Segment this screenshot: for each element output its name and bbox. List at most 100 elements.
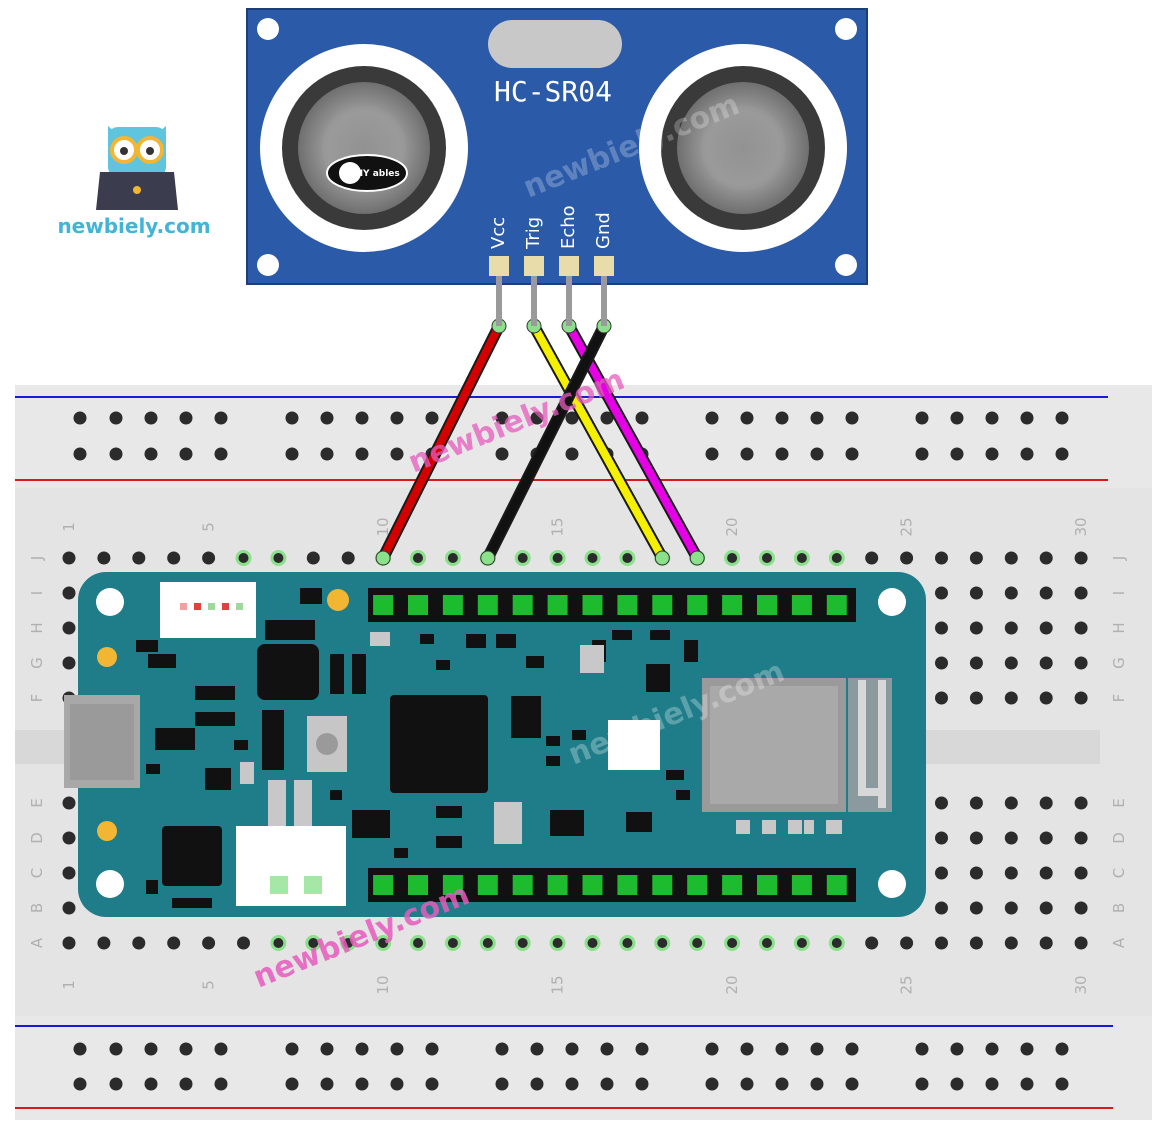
hole [1039, 551, 1053, 565]
column-number: 15 [549, 975, 567, 994]
power-chip [257, 644, 319, 700]
rail-hole [915, 1042, 929, 1056]
column-number: 30 [1072, 517, 1090, 536]
row-label: E [28, 798, 46, 807]
rail-hole [495, 411, 509, 425]
hole [202, 936, 216, 950]
hole [62, 621, 76, 635]
header-pin [617, 875, 638, 895]
rail-hole [985, 411, 999, 425]
rail-hole [950, 1077, 964, 1091]
hole [1074, 621, 1088, 635]
hole [132, 551, 146, 565]
hc-sr04-sensor: DIY ables HC-SR04 Vcc Trig Echo Gnd [246, 8, 868, 326]
hole [1004, 586, 1018, 600]
header-pin [442, 875, 463, 895]
header-pin [547, 595, 568, 615]
row-label: C [28, 868, 46, 878]
rail-hole [109, 1042, 123, 1056]
hole [1039, 691, 1053, 705]
rail-hole [179, 447, 193, 461]
microcontroller-chip [390, 695, 488, 793]
receiver-transducer [639, 44, 847, 252]
hole [1074, 586, 1088, 600]
rail-hole [565, 447, 579, 461]
column-number: 25 [898, 975, 916, 994]
mount-hole [96, 870, 124, 898]
sensor-pin-label: Trig [523, 217, 544, 250]
hole [1039, 831, 1053, 845]
rail-hole [179, 1042, 193, 1056]
hole [969, 656, 983, 670]
diyables-badge: DIY ables [326, 154, 408, 192]
rail-hole [565, 1077, 579, 1091]
rail-hole [705, 1042, 719, 1056]
column-number: 20 [723, 517, 741, 536]
hole [1039, 796, 1053, 810]
hole [935, 586, 948, 600]
hole [969, 551, 983, 565]
rail-hole [109, 1077, 123, 1091]
rail-hole [425, 1077, 439, 1091]
sensor-model-label: HC-SR04 [494, 75, 612, 108]
rail-hole [705, 411, 719, 425]
hole [1074, 796, 1088, 810]
pad [97, 647, 117, 667]
hole [1039, 656, 1053, 670]
sensor-pin-label: Gnd [593, 212, 614, 249]
hole [1074, 901, 1088, 915]
wires [375, 318, 705, 566]
wire-vcc [379, 322, 503, 562]
header-pin [791, 875, 812, 895]
rail-hole [775, 447, 789, 461]
hole [935, 621, 948, 635]
hole [306, 551, 320, 565]
row-label: H [28, 622, 46, 633]
hole [62, 656, 76, 670]
header-pin [512, 875, 533, 895]
header-pin [582, 595, 603, 615]
rail-hole [144, 1042, 158, 1056]
hole [97, 551, 111, 565]
header-pin [373, 875, 394, 895]
rail-hole [530, 1042, 544, 1056]
rail-hole [845, 411, 859, 425]
pad [327, 589, 349, 611]
hole [969, 831, 983, 845]
row-label: E [1110, 798, 1128, 807]
rail-hole [810, 1042, 824, 1056]
rail-hole [425, 1042, 439, 1056]
rail-hole [144, 411, 158, 425]
row-label: B [1110, 903, 1128, 913]
rail-hole [985, 1077, 999, 1091]
rail-hole [355, 447, 369, 461]
hole [1004, 866, 1018, 880]
antenna-pad [608, 720, 660, 770]
header-pin [408, 875, 428, 895]
hole [62, 586, 76, 600]
column-number: 10 [374, 517, 392, 536]
rail-hole [73, 447, 87, 461]
hole [1074, 866, 1088, 880]
sensor-pin-label: Vcc [488, 217, 509, 249]
hole [167, 551, 181, 565]
header-pin [722, 875, 743, 895]
rail-hole [985, 1042, 999, 1056]
hole [1039, 901, 1053, 915]
rail-hole [1055, 447, 1069, 461]
rail-hole [495, 447, 509, 461]
qfn-chip [162, 826, 222, 886]
sensor-pin-pad [524, 256, 544, 276]
rail-hole [73, 1077, 87, 1091]
rail-hole [775, 411, 789, 425]
sensor-mount-hole [257, 18, 279, 40]
hole [1004, 656, 1018, 670]
column-number: 1 [60, 980, 78, 990]
hole [1004, 551, 1018, 565]
header-pin [687, 875, 708, 895]
rail-hole [1020, 1077, 1034, 1091]
sensor-pin-label: Echo [558, 205, 579, 249]
rail-hole [635, 1042, 649, 1056]
rail-hole [740, 1042, 754, 1056]
